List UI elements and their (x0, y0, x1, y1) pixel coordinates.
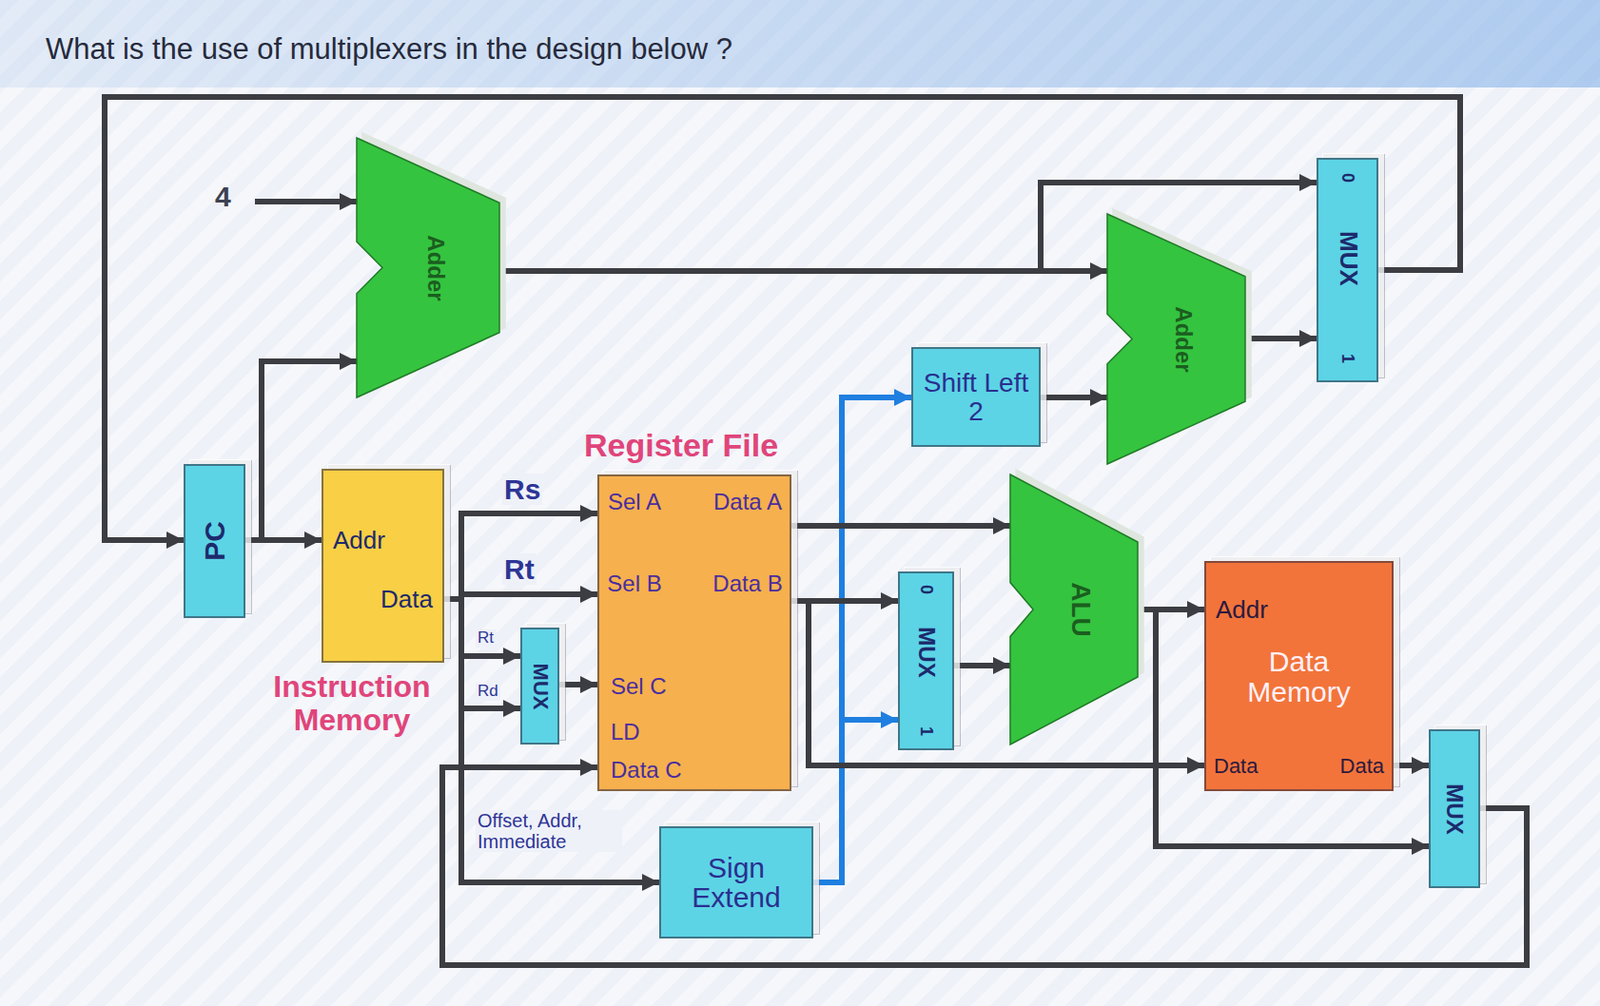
node-text: MUX (1334, 232, 1361, 288)
node-text: 0 (917, 585, 936, 595)
data-wire (791, 523, 1011, 529)
node-text: Instruction Memory (256, 670, 448, 738)
constant-input-wire (254, 198, 357, 205)
data-wire (442, 767, 1527, 966)
node-text: MUX (914, 626, 938, 678)
register-file: Register FileSel AData ASel BData BSel C… (597, 474, 792, 792)
data-wire (444, 513, 598, 600)
node-text: Sign Extend (666, 853, 806, 914)
node-text: 1 (1338, 353, 1357, 364)
data-wire (954, 663, 1011, 669)
node-text: Adder (1170, 306, 1195, 372)
node-text: LD (610, 720, 641, 744)
program-counter: PC (183, 464, 246, 619)
data-wire (1393, 762, 1429, 769)
signal-label: Rd (475, 682, 501, 702)
question-title: What is the use of multiplexers in the d… (45, 32, 733, 67)
node-text: Data B (711, 571, 784, 596)
data-wire (791, 601, 1205, 766)
data-memory: AddrData MemoryData Data (1204, 561, 1394, 792)
alu-unit: ALU (1010, 474, 1138, 745)
constant-label: 4 (213, 180, 234, 213)
mux: MUX (520, 627, 560, 745)
node-text: Data (1213, 755, 1258, 778)
adder-unit: Adder (356, 137, 500, 398)
data-wire (245, 537, 322, 544)
alu-body (1010, 474, 1138, 745)
node-text: Sel B (604, 571, 664, 596)
mux: 0MUX 1 (897, 571, 955, 751)
data-wire (1245, 335, 1317, 342)
mux: MUX (1428, 729, 1481, 889)
node-text: ALU (1066, 582, 1094, 638)
node-text: Sel C (610, 674, 667, 699)
node-text: Data (380, 586, 433, 613)
node-text: 1 (917, 726, 936, 737)
node-text: Sel A (604, 489, 664, 514)
signal-label: Rs (502, 473, 543, 506)
data-wire (444, 594, 598, 600)
signal-label: Offset, Addr, Immediate (475, 810, 623, 853)
node-text: Data A (711, 489, 784, 514)
alu-body (356, 137, 500, 398)
node-text: Data Memory (1215, 646, 1383, 707)
node-text: Adder (423, 234, 448, 301)
shift-left-unit: Shift Left 2 (911, 347, 1041, 448)
node-text: Addr (1215, 597, 1269, 624)
node-text: Data C (610, 758, 683, 782)
signal-label: Rt (502, 553, 537, 586)
node-text: Addr (332, 527, 386, 554)
data-wire (1040, 394, 1108, 401)
signal-label: Rt (475, 629, 496, 648)
node-text: 0 (1338, 173, 1357, 183)
instruction-memory: AddrDataInstruction Memory (321, 468, 445, 664)
node-text: Data (1340, 755, 1385, 778)
data-wire (559, 682, 598, 688)
data-wire (813, 720, 898, 883)
data-wire (444, 599, 521, 709)
node-text: Shift Left 2 (918, 369, 1034, 426)
data-wire (813, 397, 912, 883)
sign-extend-unit: Sign Extend (659, 826, 814, 939)
node-text: PC (199, 521, 231, 562)
node-text: MUX (1442, 783, 1466, 835)
adder-unit: Adder (1107, 214, 1246, 465)
data-wire (444, 599, 521, 657)
node-text: MUX (528, 663, 551, 710)
node-text: Register File (584, 429, 779, 464)
alu-body (1107, 214, 1246, 465)
mux: 0MUX 1 (1316, 157, 1379, 383)
